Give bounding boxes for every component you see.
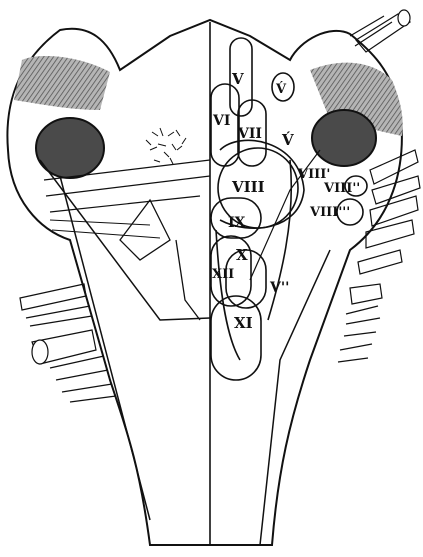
left-nerve-roots: [20, 284, 116, 402]
label-v-double: V'': [269, 280, 289, 296]
label-vi: VI: [212, 113, 230, 129]
label-ix: IX: [228, 215, 246, 231]
label-v-prime: V́: [281, 131, 294, 149]
label-xi: XI: [234, 314, 253, 332]
label-vii: VII: [237, 126, 262, 142]
label-viii-triple: VIII''': [309, 205, 350, 220]
label-viii-prime: VIII': [297, 167, 330, 182]
label-x: X: [236, 246, 248, 264]
speckled-nucleus: [146, 128, 186, 164]
pons-outline: [7, 20, 402, 545]
label-viii: VIII: [231, 178, 265, 196]
label-viii-double: VIII'': [323, 181, 360, 196]
label-xii: XII: [212, 267, 234, 282]
label-v: V: [231, 70, 244, 88]
label-v-prime-circle: V́: [275, 81, 287, 97]
